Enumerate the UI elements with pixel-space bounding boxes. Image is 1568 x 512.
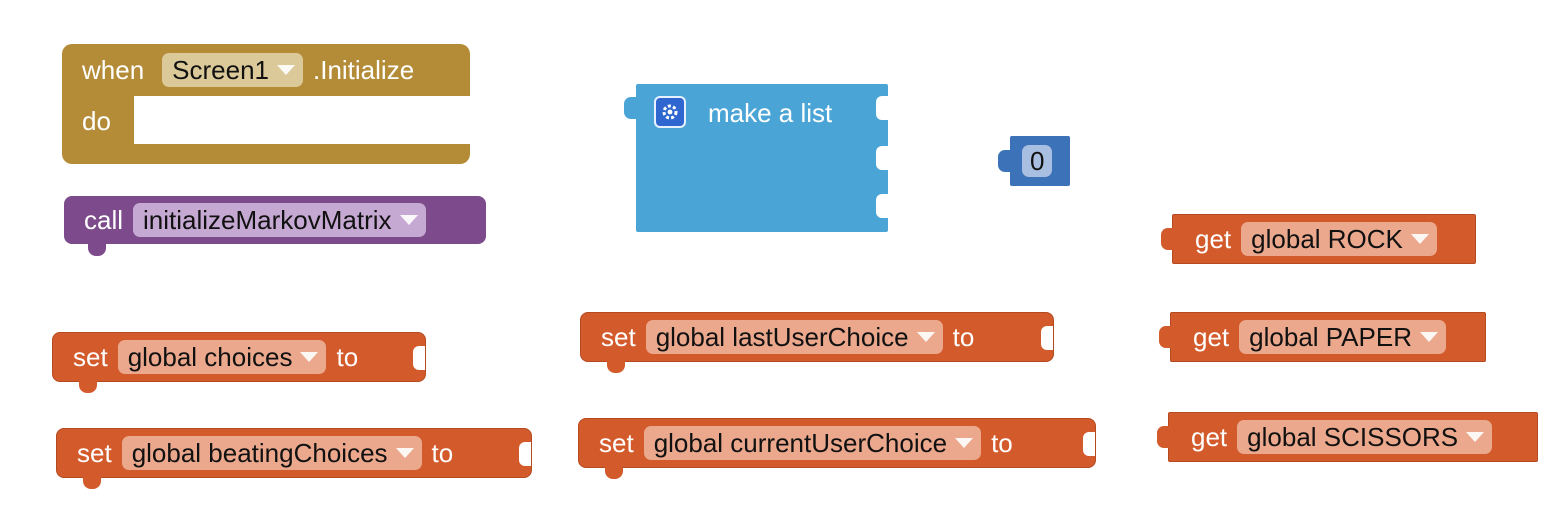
value-socket[interactable] — [519, 442, 531, 466]
variable-dropdown[interactable]: global currentUserChoice — [643, 426, 982, 460]
variable-dropdown[interactable]: global lastUserChoice — [645, 320, 943, 354]
set-label: set — [601, 321, 636, 352]
set-block-global-current-user-choice[interactable]: set global currentUserChoice to — [578, 418, 1096, 479]
variable-name: global ROCK — [1251, 223, 1403, 254]
number-field[interactable]: 0 — [1022, 145, 1053, 177]
number-block[interactable]: 0 — [998, 136, 1070, 186]
procedure-dropdown[interactable]: initializeMarkovMatrix — [133, 203, 426, 237]
get-label: get — [1195, 223, 1232, 254]
get-block-global-scissors[interactable]: get global SCISSORS — [1157, 412, 1538, 462]
set-label: set — [77, 437, 112, 468]
component-name: Screen1 — [172, 54, 269, 85]
event-block-screen1-initialize[interactable]: when Screen1 .Initialize do — [62, 44, 470, 164]
set-block-global-beating-choices[interactable]: set global beatingChoices to — [56, 428, 532, 489]
variable-dropdown[interactable]: global beatingChoices — [121, 436, 422, 470]
variable-dropdown[interactable]: global choices — [117, 340, 327, 374]
bottom-notch — [88, 242, 106, 256]
variable-dropdown[interactable]: global ROCK — [1241, 222, 1437, 256]
get-label: get — [1191, 421, 1228, 452]
output-plug — [1161, 228, 1175, 250]
call-block-initialize-markov-matrix[interactable]: call initializeMarkovMatrix — [64, 196, 486, 256]
get-label: get — [1193, 321, 1230, 352]
get-block-global-paper[interactable]: get global PAPER — [1159, 312, 1486, 362]
chevron-down-icon — [1410, 234, 1429, 244]
variable-name: global currentUserChoice — [653, 427, 948, 458]
chevron-down-icon — [1466, 432, 1485, 442]
bottom-notch — [605, 465, 623, 479]
chevron-down-icon — [395, 448, 414, 458]
event-footer — [62, 144, 470, 164]
to-label: to — [952, 321, 975, 352]
variable-name: global SCISSORS — [1247, 421, 1459, 452]
variable-name: global choices — [127, 341, 293, 372]
get-block-global-rock[interactable]: get global ROCK — [1161, 214, 1476, 264]
item-socket-3[interactable] — [876, 194, 888, 218]
item-socket-1[interactable] — [876, 96, 888, 120]
number-value: 0 — [1030, 145, 1045, 176]
output-plug — [1159, 326, 1173, 348]
chevron-down-icon — [300, 352, 319, 362]
to-label: to — [991, 427, 1013, 458]
component-dropdown[interactable]: Screen1 — [162, 53, 303, 87]
bottom-notch — [83, 475, 101, 489]
variable-dropdown[interactable]: global PAPER — [1239, 320, 1446, 354]
chevron-down-icon — [399, 215, 418, 225]
set-label: set — [73, 341, 108, 372]
output-plug — [998, 150, 1012, 172]
make-a-list-label: make a list — [708, 98, 833, 128]
to-label: to — [431, 437, 454, 468]
value-socket[interactable] — [1041, 326, 1053, 350]
chevron-down-icon — [1420, 332, 1438, 342]
set-block-global-choices[interactable]: set global choices to — [52, 332, 426, 393]
variable-dropdown[interactable]: global SCISSORS — [1237, 420, 1493, 454]
bottom-notch — [607, 359, 625, 373]
call-label: call — [84, 204, 124, 235]
variable-name: global PAPER — [1249, 321, 1412, 352]
chevron-down-icon — [916, 332, 935, 342]
gear-icon[interactable] — [654, 96, 686, 128]
set-label: set — [599, 427, 634, 458]
set-block-global-last-user-choice[interactable]: set global lastUserChoice to — [580, 312, 1054, 373]
event-header: when Screen1 .Initialize — [62, 44, 470, 96]
variable-name: global lastUserChoice — [655, 321, 909, 352]
event-do-arm: do — [62, 96, 134, 146]
variable-name: global beatingChoices — [131, 437, 388, 468]
procedure-name: initializeMarkovMatrix — [143, 204, 392, 235]
when-label: when — [82, 54, 145, 85]
value-socket[interactable] — [1083, 432, 1095, 456]
output-plug — [624, 97, 638, 119]
output-plug — [1157, 426, 1171, 448]
value-socket[interactable] — [413, 346, 425, 370]
do-slot[interactable] — [134, 96, 470, 146]
event-name: .Initialize — [313, 54, 415, 85]
bottom-notch — [79, 379, 97, 393]
do-label: do — [82, 105, 111, 136]
to-label: to — [336, 341, 359, 372]
chevron-down-icon — [955, 438, 974, 448]
item-socket-2[interactable] — [876, 146, 888, 170]
make-a-list-block[interactable]: make a list — [624, 84, 888, 232]
chevron-down-icon — [277, 65, 295, 75]
